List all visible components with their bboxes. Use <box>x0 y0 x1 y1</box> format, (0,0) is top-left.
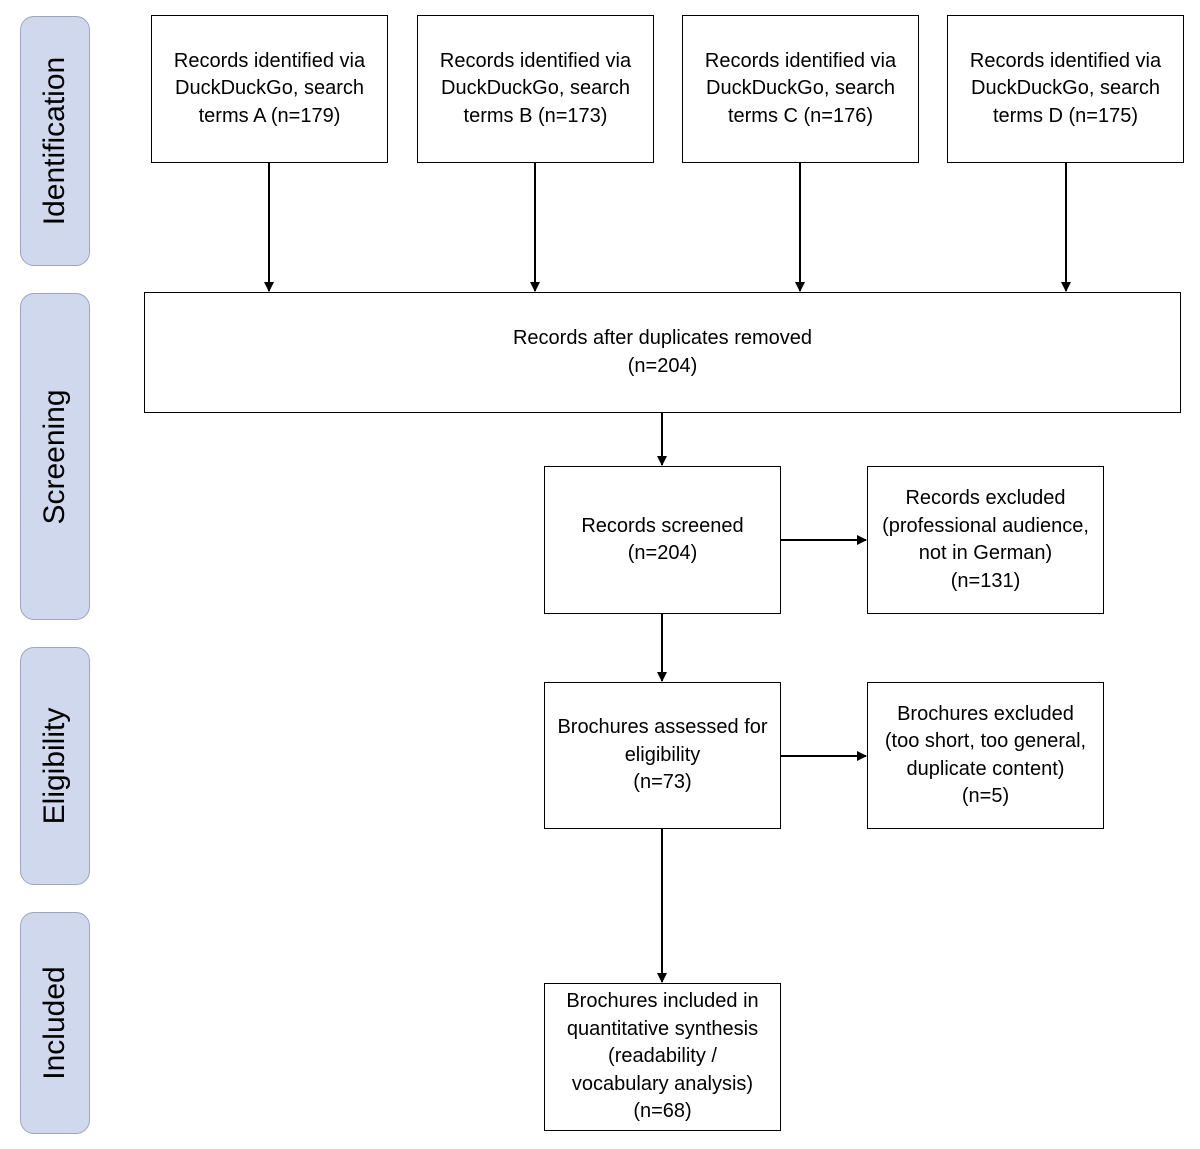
search-c-box: Records identified via DuckDuckGo, searc… <box>682 15 919 163</box>
excluded-screening-text: Records excluded (professional audience,… <box>882 487 1089 592</box>
search-d-box: Records identified via DuckDuckGo, searc… <box>947 15 1184 163</box>
stage-included: Included <box>20 912 90 1134</box>
excluded-eligibility-box: Brochures excluded (too short, too gener… <box>867 682 1104 829</box>
excluded-screening-box: Records excluded (professional audience,… <box>867 466 1104 614</box>
included-text: Brochures included in quantitative synth… <box>566 990 759 1123</box>
stage-eligibility: Eligibility <box>20 647 90 885</box>
stage-eligibility-label: Eligibility <box>38 707 71 825</box>
assessed-box: Brochures assessed for eligibility (n=73… <box>544 682 781 829</box>
search-b-text: Records identified via DuckDuckGo, searc… <box>439 49 632 127</box>
deduplicated-box: Records after duplicates removed (n=204) <box>144 292 1181 413</box>
excluded-eligibility-text: Brochures excluded (too short, too gener… <box>884 702 1087 808</box>
search-a-box: Records identified via DuckDuckGo, searc… <box>151 15 388 163</box>
screened-box: Records screened (n=204) <box>544 466 781 614</box>
stage-identification: Identification <box>20 16 90 266</box>
search-c-text: Records identified via DuckDuckGo, searc… <box>704 49 897 127</box>
assessed-text: Brochures assessed for eligibility (n=73… <box>557 716 768 794</box>
included-box: Brochures included in quantitative synth… <box>544 983 781 1131</box>
stage-screening-label: Screening <box>38 388 71 525</box>
screened-text: Records screened (n=204) <box>581 514 744 565</box>
stage-screening: Screening <box>20 293 90 620</box>
stage-identification-label: Identification <box>38 56 71 226</box>
search-b-box: Records identified via DuckDuckGo, searc… <box>417 15 654 163</box>
search-d-text: Records identified via DuckDuckGo, searc… <box>969 49 1162 127</box>
search-a-text: Records identified via DuckDuckGo, searc… <box>173 49 366 127</box>
deduplicated-text: Records after duplicates removed (n=204) <box>512 327 813 377</box>
stage-included-label: Included <box>38 966 71 1080</box>
